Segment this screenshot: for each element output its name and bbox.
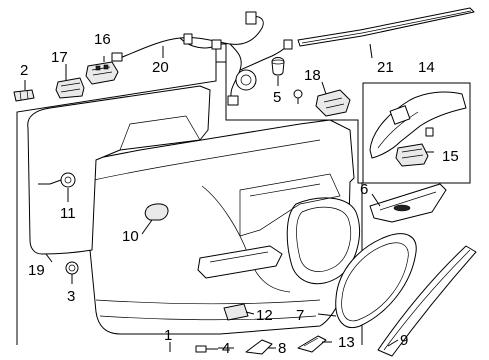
water-deflector-icon [27, 85, 211, 255]
connector-icon [38, 172, 76, 188]
pull-handle-icon [369, 91, 467, 159]
clip-icon [13, 89, 35, 102]
callout-14: 14 [418, 59, 435, 76]
callout-16: 16 [94, 31, 111, 48]
courtesy-lamp-icon [223, 303, 249, 321]
callout-3: 3 [67, 288, 75, 305]
switch-bezel-icon [55, 77, 85, 99]
retainer-icon [65, 261, 79, 275]
callout-5: 5 [273, 89, 281, 106]
callout-8: 8 [278, 340, 286, 357]
handle-bezel-icon [144, 203, 169, 221]
harness-connector-icon [283, 39, 293, 50]
harness-inset-box [215, 43, 227, 120]
push-pin-icon [293, 89, 303, 104]
callout-19: 19 [28, 262, 45, 279]
belt-molding-strip [297, 7, 475, 47]
door-trim-panel [85, 119, 360, 335]
callout-15: 15 [442, 148, 459, 165]
callout-18: 18 [304, 67, 321, 84]
callout-10: 10 [122, 228, 139, 245]
callout-labels: 16 17 2 20 21 14 18 5 15 6 11 10 19 3 12… [20, 31, 459, 357]
grommet-icon [271, 57, 285, 76]
callout-11: 11 [60, 205, 76, 222]
callout-20: 20 [152, 59, 169, 76]
speaker-grommet-icon [235, 69, 257, 91]
pull-handle-inset-box [362, 82, 471, 184]
callout-4: 4 [222, 340, 230, 357]
harness-connector-icon [183, 33, 193, 45]
callout-21: 21 [377, 59, 394, 76]
callout-1: 1 [164, 327, 172, 344]
harness-connector-icon [211, 39, 222, 50]
window-switch-icon [85, 61, 119, 85]
harness-connector-icon [245, 11, 257, 25]
callout-2: 2 [20, 62, 28, 79]
lamp-lens-icon [297, 335, 327, 353]
callout-17: 17 [51, 49, 68, 66]
callout-7: 7 [296, 307, 304, 324]
trim-piece-icon [369, 183, 447, 223]
harness-connector-icon [227, 95, 239, 106]
callout-9: 9 [400, 332, 408, 349]
wiring-harness [111, 11, 293, 106]
callout-12: 12 [256, 307, 273, 324]
lock-switch-icon [315, 89, 351, 117]
callout-13: 13 [338, 334, 355, 351]
screw-icon [195, 345, 218, 353]
speaker-grille-icon [335, 233, 417, 328]
pillar-trim-icon [377, 245, 477, 357]
harness-connector-icon [111, 52, 123, 62]
callout-6: 6 [360, 181, 368, 198]
switch-panel-icon [395, 143, 429, 167]
leader-lines [24, 43, 434, 352]
cap-icon [245, 339, 273, 355]
